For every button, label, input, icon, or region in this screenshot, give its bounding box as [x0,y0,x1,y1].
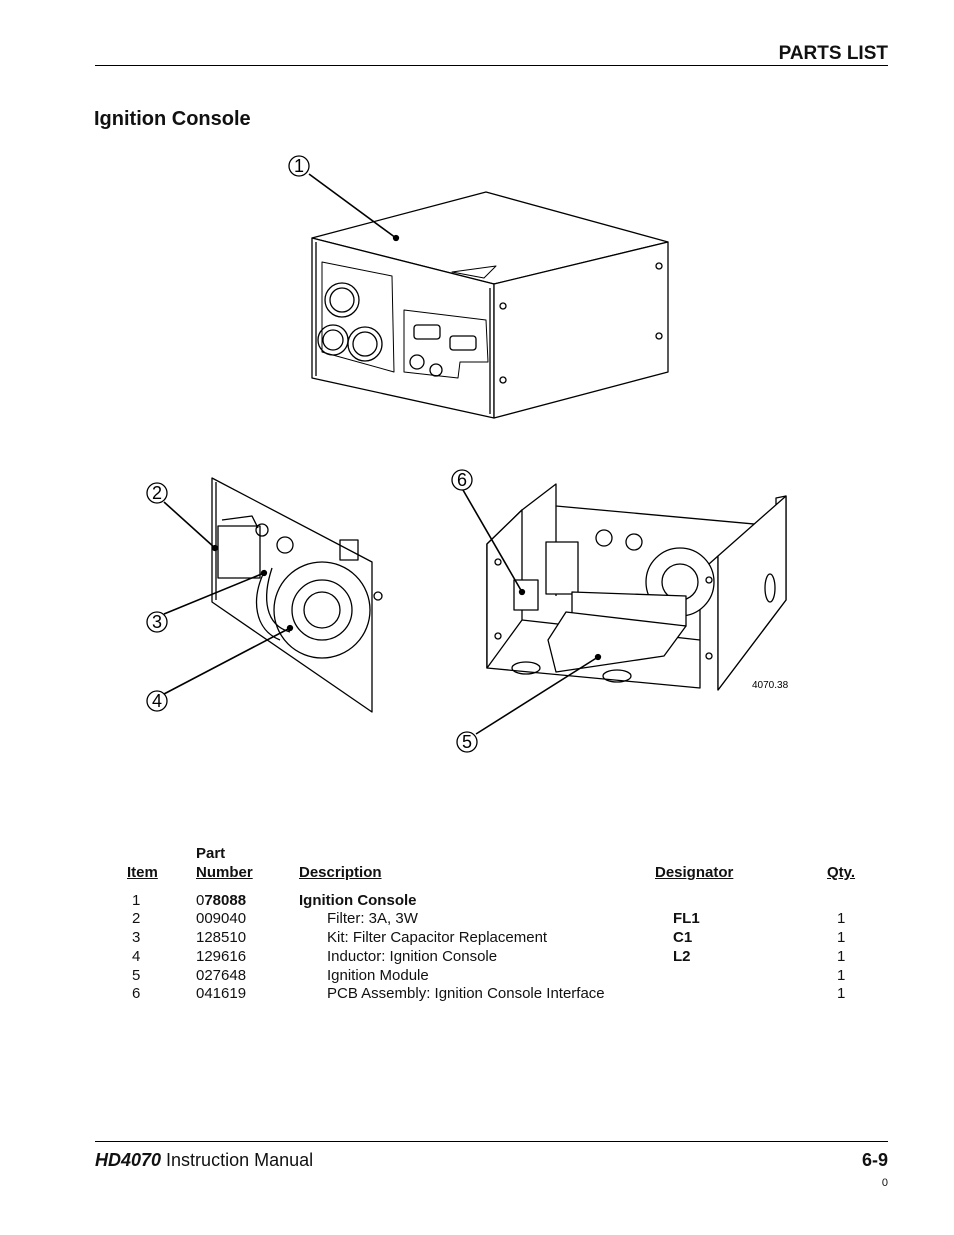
row-2-designator: FL1 [673,910,700,927]
callout-1: 1 [294,156,304,176]
row-2-item: 2 [132,910,141,927]
row-6-item: 6 [132,985,141,1002]
row-3-qty: 1 [837,929,846,946]
model-name: HD4070 [95,1150,162,1170]
row-6-qty: 1 [837,985,846,1002]
row-1-part: 078088 [196,892,247,909]
header-description: Description [299,864,382,881]
section-header: PARTS LIST [778,43,888,64]
filter-inductor-panel-drawing [211,477,383,713]
row-2-description: Filter: 3A, 3W [327,910,418,927]
row-4-qty: 1 [837,948,846,965]
row-4-designator: L2 [673,948,691,965]
header-part-line2: Number [196,864,253,881]
row-3-item: 3 [132,929,141,946]
console-enclosure-drawing [311,191,669,419]
callout-5: 5 [462,732,472,752]
header-designator: Designator [655,864,734,881]
row-5-description: Ignition Module [327,967,429,984]
page-title: Ignition Console [94,108,251,130]
row-6-part: 041619 [196,985,247,1002]
row-2-part: 009040 [196,910,247,927]
row-3-part: 128510 [196,929,247,946]
row-1-item: 1 [132,892,141,909]
callout-2: 2 [152,483,162,503]
row-5-qty: 1 [837,967,846,984]
row-3-description: Kit: Filter Capacitor Replacement [327,929,548,946]
row-5-part: 027648 [196,967,247,984]
row-4-part: 129616 [196,948,247,965]
footer-rule [95,1141,888,1142]
open-chassis-drawing [486,483,787,691]
callout-6: 6 [457,470,467,490]
callout-4: 4 [152,691,162,711]
row-6-description: PCB Assembly: Ignition Console Interface [327,985,605,1002]
row-4-item: 4 [132,948,141,965]
manual-label: Instruction Manual [161,1150,314,1170]
ignition-console-figure: 1 2 3 4 5 6 4070.38 [146,155,789,753]
revision-number: 0 [881,1177,888,1189]
callout-3: 3 [152,612,162,632]
header-item: Item [127,864,158,881]
header-rule [95,65,888,66]
row-4-description: Inductor: Ignition Console [327,948,498,965]
footer-manual-title: HD4070 Instruction Manual [95,1150,313,1171]
row-1-description: Ignition Console [299,892,417,909]
row-2-qty: 1 [837,910,846,927]
page-number: 6-9 [861,1150,888,1170]
header-qty: Qty. [827,864,856,881]
row-3-designator: C1 [673,929,693,946]
figure-number: 4070.38 [752,680,789,691]
header-part-line1: Part [196,845,226,862]
row-5-item: 5 [132,967,141,984]
